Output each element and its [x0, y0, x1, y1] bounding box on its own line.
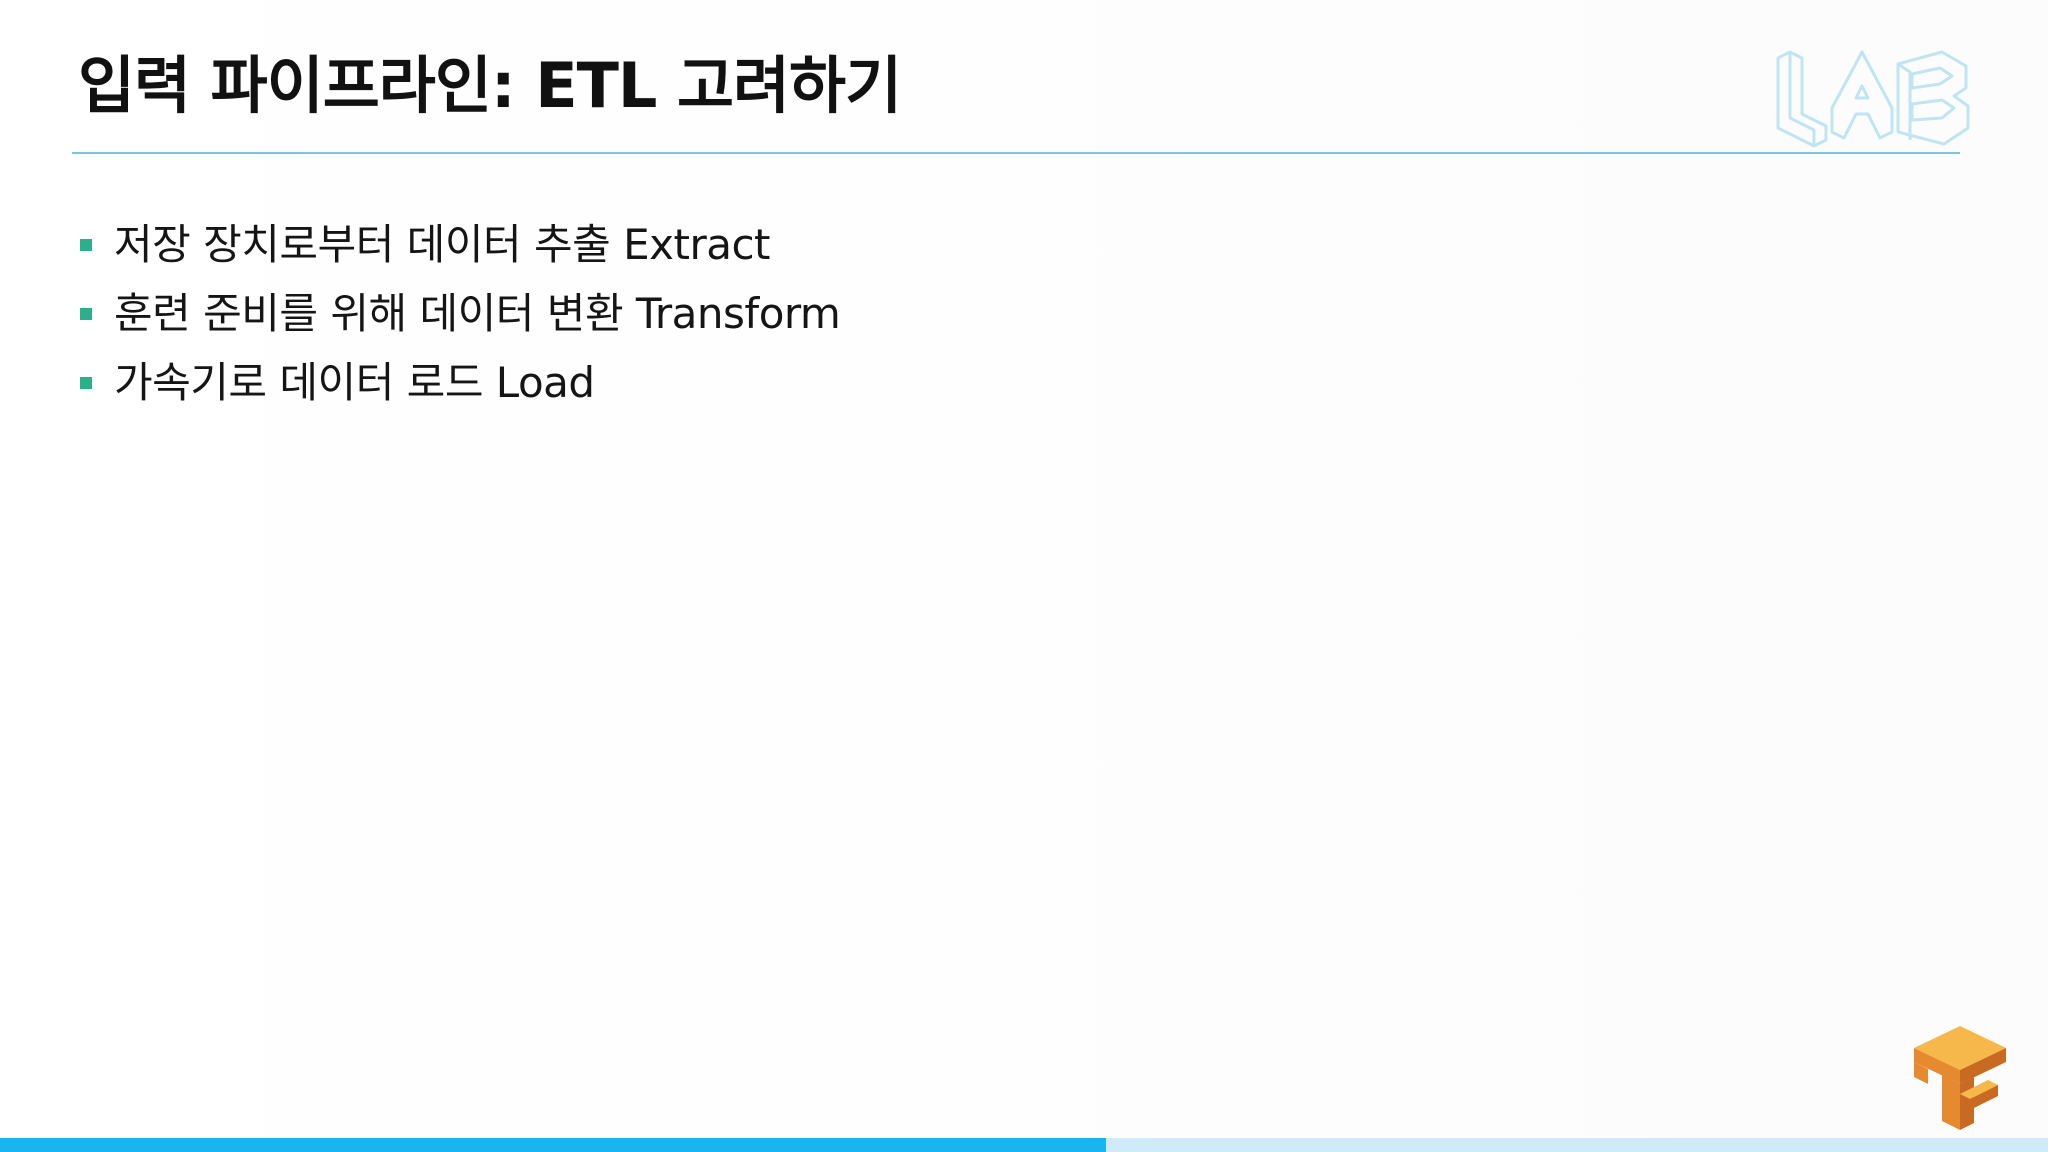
progress-bar-fill: [0, 1138, 1106, 1152]
bullet-marker-icon: [80, 376, 92, 389]
list-item: 저장 장치로부터 데이터 추출 Extract: [80, 210, 840, 279]
bullet-list: 저장 장치로부터 데이터 추출 Extract 훈련 준비를 위해 데이터 변환…: [80, 210, 841, 417]
bullet-marker-icon: [80, 238, 92, 251]
title-divider: [72, 152, 1960, 154]
list-item: 가속기로 데이터 로드 Load: [80, 348, 840, 417]
bullet-text: 가속기로 데이터 로드 Load: [114, 357, 595, 407]
bullet-text: 훈련 준비를 위해 데이터 변환 Transform: [114, 288, 841, 338]
lab-logo-icon: [1776, 50, 1970, 148]
progress-bar: [0, 1138, 2048, 1152]
slide-title: 입력 파이프라인: ETL 고려하기: [78, 49, 902, 122]
bullet-marker-icon: [80, 307, 92, 320]
tensorflow-logo-icon: [1914, 1026, 2006, 1130]
bullet-text: 저장 장치로부터 데이터 추출 Extract: [114, 219, 771, 269]
list-item: 훈련 준비를 위해 데이터 변환 Transform: [80, 279, 841, 348]
